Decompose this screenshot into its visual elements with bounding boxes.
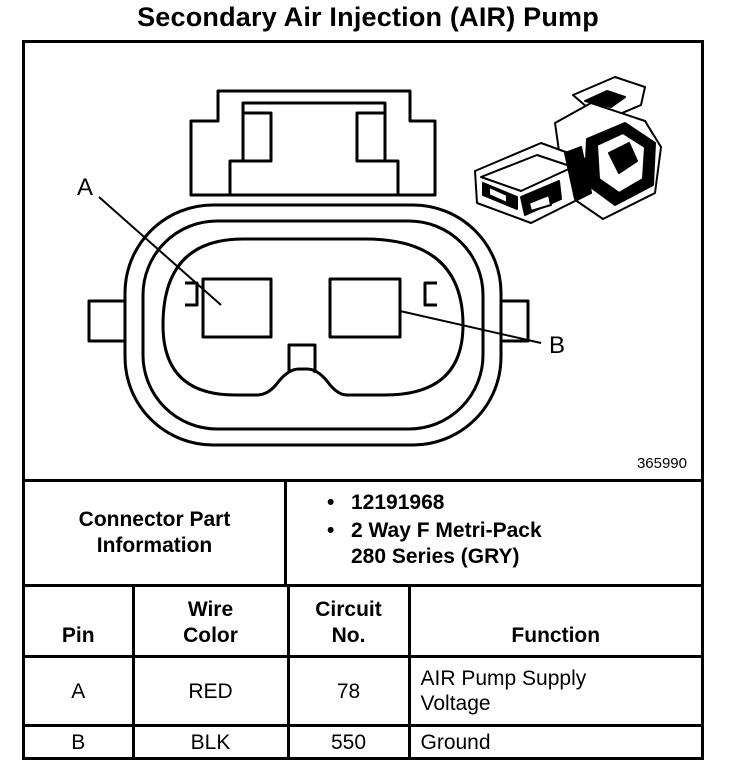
connector-part-info: Connector Part Information 12191968 2 Wa…	[25, 479, 701, 587]
cell-circuit: 78	[286, 655, 411, 727]
pin-label-a: A	[77, 174, 93, 201]
terminal-b-notch	[423, 281, 437, 307]
cell-circuit: 550	[286, 724, 411, 757]
connector-face-drawing: A B	[77, 76, 662, 447]
page-title: Secondary Air Injection (AIR) Pump	[137, 2, 599, 32]
connector-info-label: Connector Part Information	[25, 482, 287, 584]
connector-description: 2 Way F Metri-Pack 280 Series (GRY)	[325, 518, 542, 570]
cell-pin: B	[25, 724, 135, 757]
cell-wire-color: BLK	[131, 724, 290, 757]
cell-pin: A	[25, 655, 135, 727]
header-wire-color: Wire Color	[131, 587, 290, 658]
cell-wire-color: RED	[131, 655, 290, 727]
table-header-row: Pin Wire Color Circuit No. Function	[25, 587, 701, 658]
connector-frame: A B 365990 Connector Part In	[22, 40, 704, 760]
leader-line-a	[98, 196, 222, 306]
header-pin: Pin	[25, 587, 135, 658]
connector-description-text: 2 Way F Metri-Pack 280 Series (GRY)	[351, 519, 542, 568]
connector-diagram: A B 365990	[25, 43, 701, 480]
table-row: B BLK 550 Ground	[25, 724, 701, 757]
figure-number: 365990	[636, 455, 687, 472]
connector-part-number: 12191968	[325, 490, 542, 516]
terminal-b	[328, 277, 402, 339]
terminal-a	[201, 277, 273, 339]
terminal-a-notch	[185, 281, 199, 307]
header-function: Function	[407, 587, 701, 658]
connector-part-number-text: 12191968	[351, 491, 445, 514]
table-row: A RED 78 AIR Pump Supply Voltage	[25, 655, 701, 727]
cell-function: AIR Pump Supply Voltage	[407, 655, 701, 727]
pin-label-b: B	[549, 332, 565, 359]
keyway	[287, 343, 317, 373]
lock-tab-latch	[241, 111, 387, 163]
connector-info-label-text: Connector Part Information	[78, 508, 231, 557]
pin-table: Pin Wire Color Circuit No. Function A RE…	[25, 587, 701, 757]
header-circuit: Circuit No.	[286, 587, 411, 658]
connector-info-list: 12191968 2 Way F Metri-Pack 280 Series (…	[325, 490, 542, 572]
cell-function: Ground	[407, 724, 701, 757]
leader-line-b	[399, 310, 542, 344]
connector-3d-sketch	[474, 76, 662, 224]
